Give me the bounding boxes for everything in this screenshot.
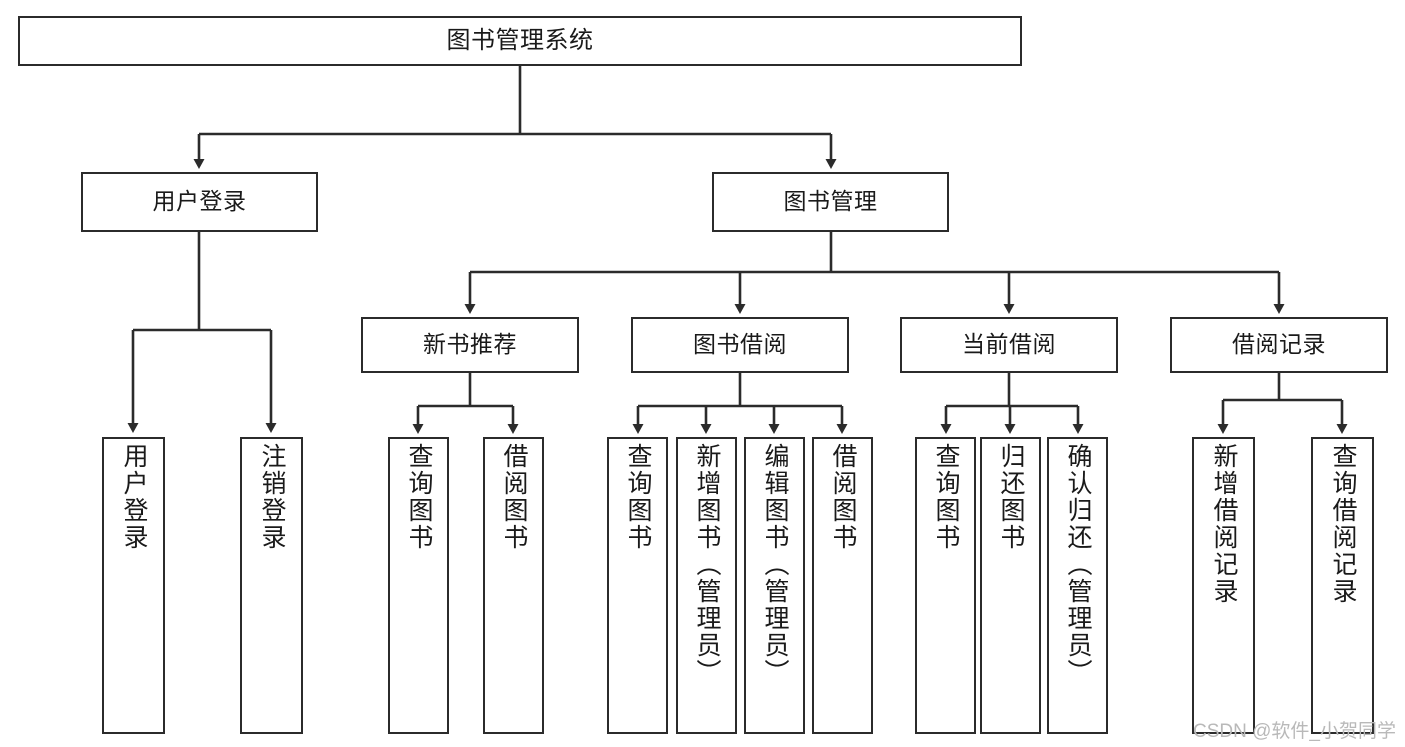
node-book-management-label: 图书管理	[783, 188, 878, 215]
leaf-current-borrow-query-label: 查询图书	[932, 443, 960, 551]
leaf-user-login-signin-label: 用户登录	[120, 443, 148, 551]
leaf-borrow-record-query-label: 查询借阅记录	[1329, 443, 1357, 605]
csdn-watermark: CSDN @软件_小贺同学	[1193, 721, 1396, 742]
node-borrow-record-label: 借阅记录	[1232, 331, 1326, 358]
node-current-borrow-label: 当前借阅	[962, 331, 1056, 358]
node-borrow-record[interactable]: 借阅记录	[1170, 317, 1388, 373]
node-user-login-label: 用户登录	[152, 188, 247, 215]
leaf-borrow-record-query[interactable]: 查询借阅记录	[1311, 437, 1374, 734]
node-user-login[interactable]: 用户登录	[81, 172, 318, 232]
node-book-management[interactable]: 图书管理	[712, 172, 949, 232]
leaf-user-login-signout[interactable]: 注销登录	[240, 437, 303, 734]
leaf-book-borrow-query[interactable]: 查询图书	[607, 437, 668, 734]
leaf-new-book-borrow[interactable]: 借阅图书	[483, 437, 544, 734]
node-root-label: 图书管理系统	[446, 26, 594, 54]
leaf-current-borrow-return[interactable]: 归还图书	[980, 437, 1041, 734]
leaf-current-borrow-confirm-label: 确认归还（管理员）	[1064, 443, 1092, 686]
leaf-user-login-signin[interactable]: 用户登录	[102, 437, 165, 734]
node-new-book-recommend-label: 新书推荐	[423, 331, 517, 358]
leaf-book-borrow-add-label: 新增图书（管理员）	[693, 443, 721, 686]
leaf-borrow-record-add-label: 新增借阅记录	[1210, 443, 1238, 605]
leaf-new-book-query-label: 查询图书	[405, 443, 433, 551]
leaf-current-borrow-return-label: 归还图书	[997, 443, 1025, 551]
leaf-book-borrow-edit-label: 编辑图书（管理员）	[761, 443, 789, 686]
leaf-book-borrow-borrow[interactable]: 借阅图书	[812, 437, 873, 734]
node-root[interactable]: 图书管理系统	[18, 16, 1022, 66]
node-book-borrow[interactable]: 图书借阅	[631, 317, 849, 373]
leaf-current-borrow-query[interactable]: 查询图书	[915, 437, 976, 734]
leaf-new-book-query[interactable]: 查询图书	[388, 437, 449, 734]
leaf-new-book-borrow-label: 借阅图书	[500, 443, 528, 551]
leaf-book-borrow-add[interactable]: 新增图书（管理员）	[676, 437, 737, 734]
node-book-borrow-label: 图书借阅	[693, 331, 787, 358]
leaf-current-borrow-confirm[interactable]: 确认归还（管理员）	[1047, 437, 1108, 734]
leaf-user-login-signout-label: 注销登录	[258, 443, 286, 551]
leaf-borrow-record-add[interactable]: 新增借阅记录	[1192, 437, 1255, 734]
node-new-book-recommend[interactable]: 新书推荐	[361, 317, 579, 373]
leaf-book-borrow-borrow-label: 借阅图书	[829, 443, 857, 551]
node-current-borrow[interactable]: 当前借阅	[900, 317, 1118, 373]
leaf-book-borrow-query-label: 查询图书	[624, 443, 652, 551]
leaf-book-borrow-edit[interactable]: 编辑图书（管理员）	[744, 437, 805, 734]
